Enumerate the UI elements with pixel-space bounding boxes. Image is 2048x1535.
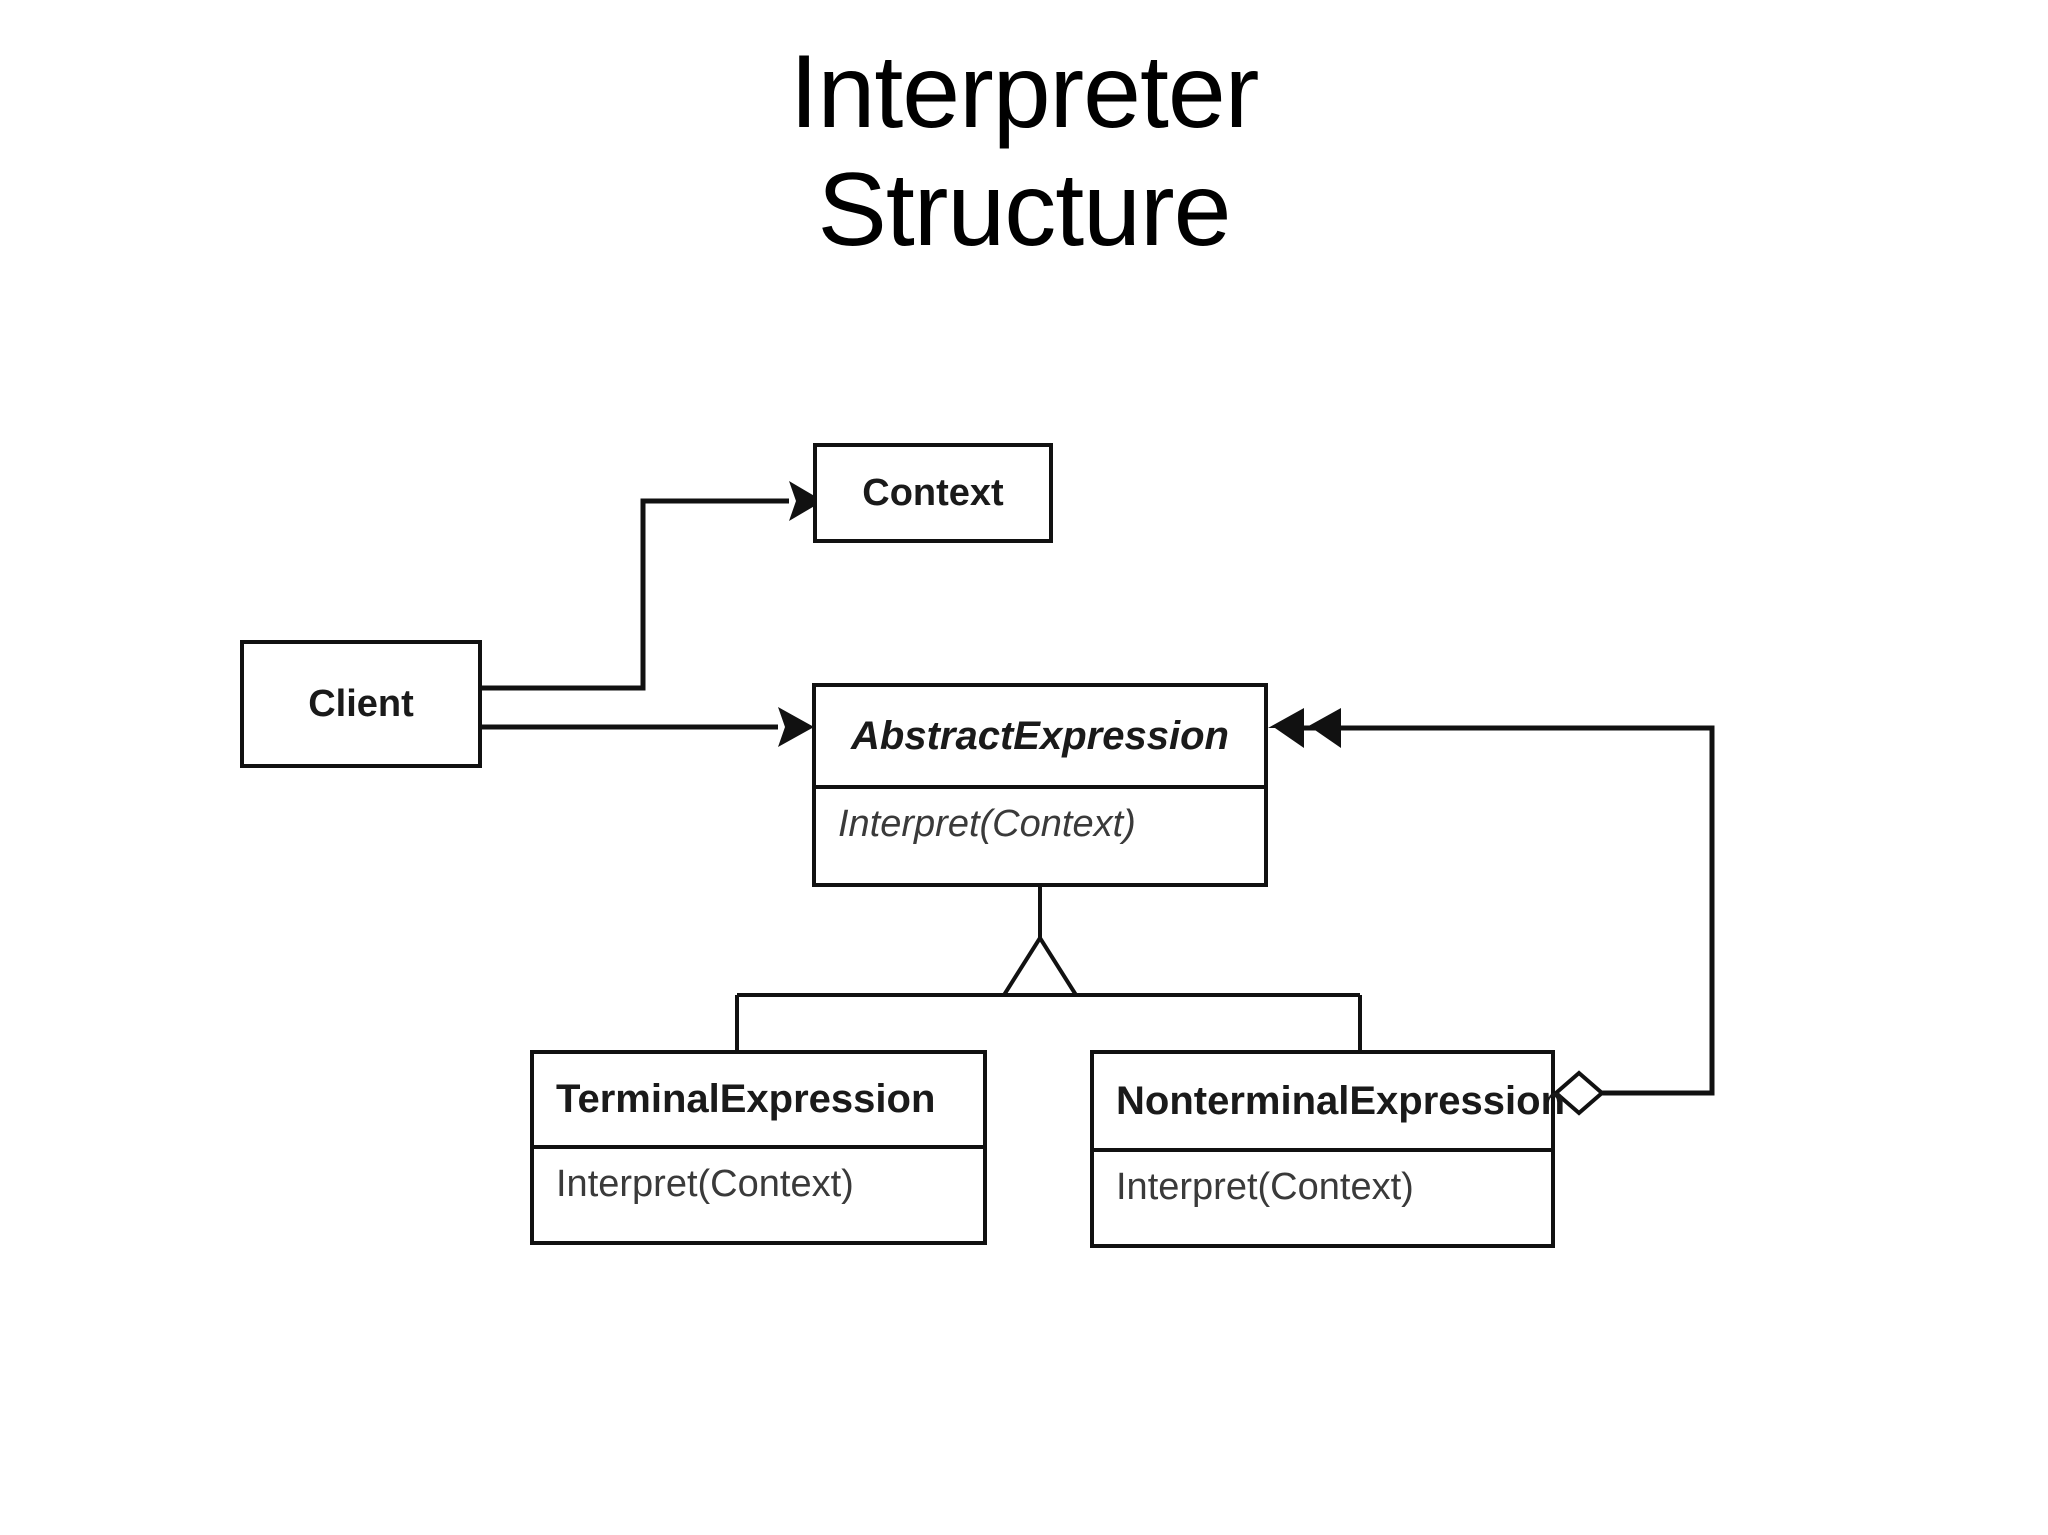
class-name-compartment: AbstractExpression: [816, 687, 1264, 785]
uml-class-terminal-expression[interactable]: TerminalExpression Interpret(Context): [530, 1050, 987, 1245]
class-name-label: Client: [308, 682, 414, 725]
hollow-triangle-generalization: [1000, 934, 1080, 997]
filled-arrow-head-abstractexpression-right-inner: [1268, 708, 1304, 748]
class-operations-compartment: Interpret(Context): [534, 1145, 983, 1241]
class-name-label: Context: [862, 471, 1004, 514]
operation-label: Interpret(Context): [1116, 1166, 1414, 1208]
class-name-compartment: TerminalExpression: [534, 1054, 983, 1145]
aggregation-nonterminal-abstractexpression-line: [1300, 725, 1715, 1096]
class-name-label: NonterminalExpression: [1116, 1078, 1566, 1123]
uml-class-client[interactable]: Client: [240, 640, 482, 768]
class-name-compartment: NonterminalExpression: [1094, 1054, 1565, 1148]
association-client-context-line: [482, 498, 789, 691]
filled-arrow-head-abstractexpression-left: [778, 707, 814, 747]
class-name-compartment: Context: [817, 447, 1049, 539]
filled-arrow-head-abstractexpression-right-outer: [1305, 708, 1341, 748]
uml-class-context[interactable]: Context: [813, 443, 1053, 543]
class-name-label: AbstractExpression: [851, 713, 1229, 758]
class-operations-compartment: Interpret(Context): [1094, 1148, 1551, 1244]
class-name-compartment: Client: [244, 644, 478, 764]
class-name-label: TerminalExpression: [556, 1077, 936, 1121]
operation-label: Interpret(Context): [838, 803, 1136, 845]
operation-label: Interpret(Context): [556, 1163, 854, 1205]
hollow-diamond-aggregation: [1552, 1070, 1606, 1116]
class-operations-compartment: Interpret(Context): [816, 785, 1264, 883]
page-title: Interpreter Structure: [789, 34, 1260, 268]
uml-class-nonterminal-expression[interactable]: NonterminalExpression Interpret(Context): [1090, 1050, 1565, 1248]
uml-class-abstract-expression[interactable]: AbstractExpression Interpret(Context): [812, 683, 1268, 887]
filled-arrow-head-context: [789, 481, 823, 521]
